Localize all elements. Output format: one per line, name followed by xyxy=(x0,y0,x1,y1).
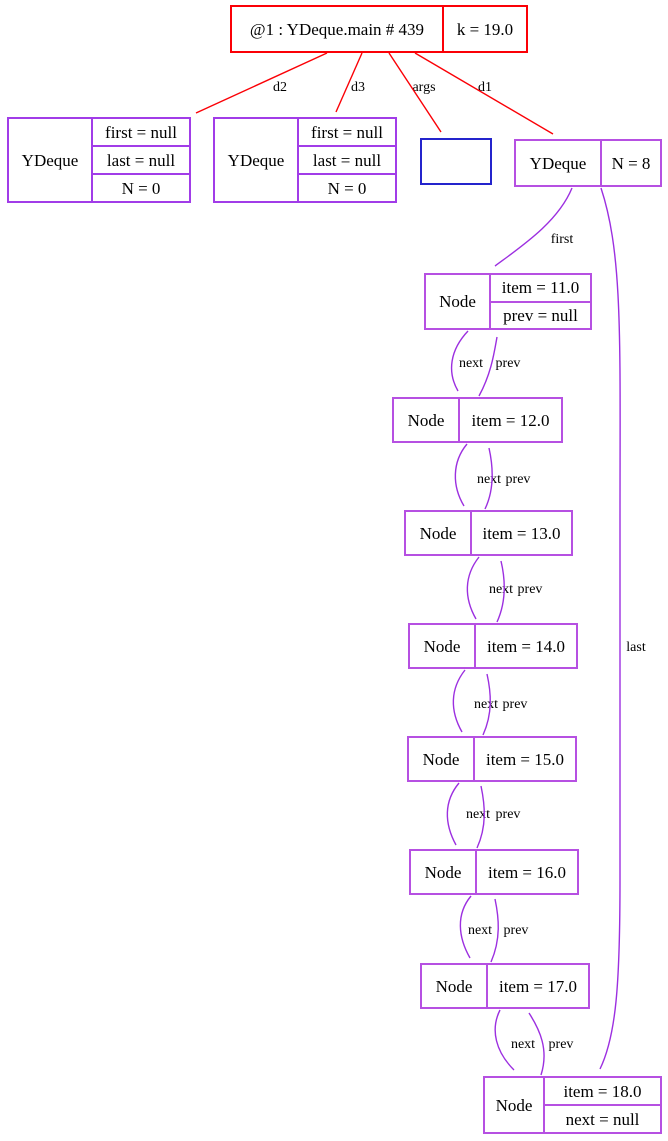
edge-label-prev-3: prev xyxy=(517,582,543,597)
field-item: item = 14.0 xyxy=(486,636,566,656)
edge-label-prev-6: prev xyxy=(503,923,529,938)
edge-next-4 xyxy=(452,669,466,733)
node-object-17[interactable]: Node item = 17.0 xyxy=(420,963,590,1009)
node-object-14[interactable]: Node item = 14.0 xyxy=(408,623,578,669)
node-object-18[interactable]: Node item = 18.0 next = null xyxy=(483,1076,662,1134)
stack-frame-box[interactable]: @1 : YDeque.main # 439 k = 19.0 xyxy=(230,5,528,53)
ydeque-d3-class-label: YDeque xyxy=(215,119,299,201)
field-last-null: last = null xyxy=(299,145,395,173)
node-object-16[interactable]: Node item = 16.0 xyxy=(409,849,579,895)
field-last-null: last = null xyxy=(93,145,189,173)
node-class-label: Node xyxy=(406,512,472,554)
node-class-label: Node xyxy=(485,1078,545,1132)
node-object-11[interactable]: Node item = 11.0 prev = null xyxy=(424,273,592,330)
node-class-label: Node xyxy=(394,399,460,441)
edge-label-next-1: next xyxy=(458,356,484,371)
ydeque-d3-object[interactable]: YDeque first = null last = null N = 0 xyxy=(213,117,397,203)
edge-label-first: first xyxy=(550,232,574,247)
node-class-label: Node xyxy=(422,965,488,1007)
node-class-label: Node xyxy=(410,625,476,667)
edge-next-2 xyxy=(454,443,468,507)
edge-label-d1: d1 xyxy=(478,80,492,95)
edge-label-next-7: next xyxy=(510,1037,536,1052)
edge-label-prev-5: prev xyxy=(495,807,521,822)
node-object-12[interactable]: Node item = 12.0 xyxy=(392,397,563,443)
edge-label-prev-1: prev xyxy=(495,356,521,371)
ydeque-d2-object[interactable]: YDeque first = null last = null N = 0 xyxy=(7,117,191,203)
edge-next-5 xyxy=(446,782,460,846)
edge-d2 xyxy=(195,52,328,114)
edge-label-prev-4: prev xyxy=(502,697,528,712)
node-object-15[interactable]: Node item = 15.0 xyxy=(407,736,577,782)
field-item: item = 12.0 xyxy=(471,410,550,430)
edge-first xyxy=(494,187,573,267)
field-item: item = 11.0 xyxy=(501,278,580,298)
field-item: item = 17.0 xyxy=(498,976,578,996)
edge-label-prev-7: prev xyxy=(548,1037,574,1052)
field-first-null: first = null xyxy=(105,122,177,142)
field-item: item = 18.0 xyxy=(563,1081,642,1101)
args-array-object[interactable] xyxy=(420,138,492,185)
edge-label-next-3: next xyxy=(488,582,514,597)
field-item: item = 16.0 xyxy=(487,862,567,882)
field-next-null: next = null xyxy=(545,1104,660,1132)
frame-field-k: k = 19.0 xyxy=(456,19,514,39)
field-prev-null: prev = null xyxy=(491,300,590,329)
field-item: item = 15.0 xyxy=(485,749,565,769)
node-class-label: Node xyxy=(426,275,491,328)
stack-frame-title: @1 : YDeque.main # 439 xyxy=(232,7,444,51)
ydeque-d1-object[interactable]: YDeque N = 8 xyxy=(514,139,662,187)
field-item: item = 13.0 xyxy=(482,523,561,543)
field-first-null: first = null xyxy=(311,122,383,142)
edge-label-args: args xyxy=(412,80,436,95)
ydeque-d2-class-label: YDeque xyxy=(9,119,93,201)
field-n-zero: N = 0 xyxy=(93,173,189,201)
field-n-eight: N = 8 xyxy=(611,153,651,173)
edge-label-next-2: next xyxy=(476,472,502,487)
edge-label-next-5: next xyxy=(465,807,491,822)
edge-label-d3: d3 xyxy=(351,80,365,95)
edge-last xyxy=(599,187,621,1070)
edge-prev-6 xyxy=(490,898,499,963)
edge-label-d2: d2 xyxy=(273,80,287,95)
ydeque-d1-class-label: YDeque xyxy=(516,141,602,185)
node-class-label: Node xyxy=(411,851,477,893)
edge-next-3 xyxy=(466,556,480,620)
edge-label-last: last xyxy=(626,640,646,655)
node-class-label: Node xyxy=(409,738,475,780)
edge-label-next-6: next xyxy=(467,923,493,938)
edge-label-next-4: next xyxy=(473,697,499,712)
node-object-13[interactable]: Node item = 13.0 xyxy=(404,510,573,556)
edge-label-prev-2: prev xyxy=(505,472,531,487)
field-n-zero: N = 0 xyxy=(299,173,395,201)
